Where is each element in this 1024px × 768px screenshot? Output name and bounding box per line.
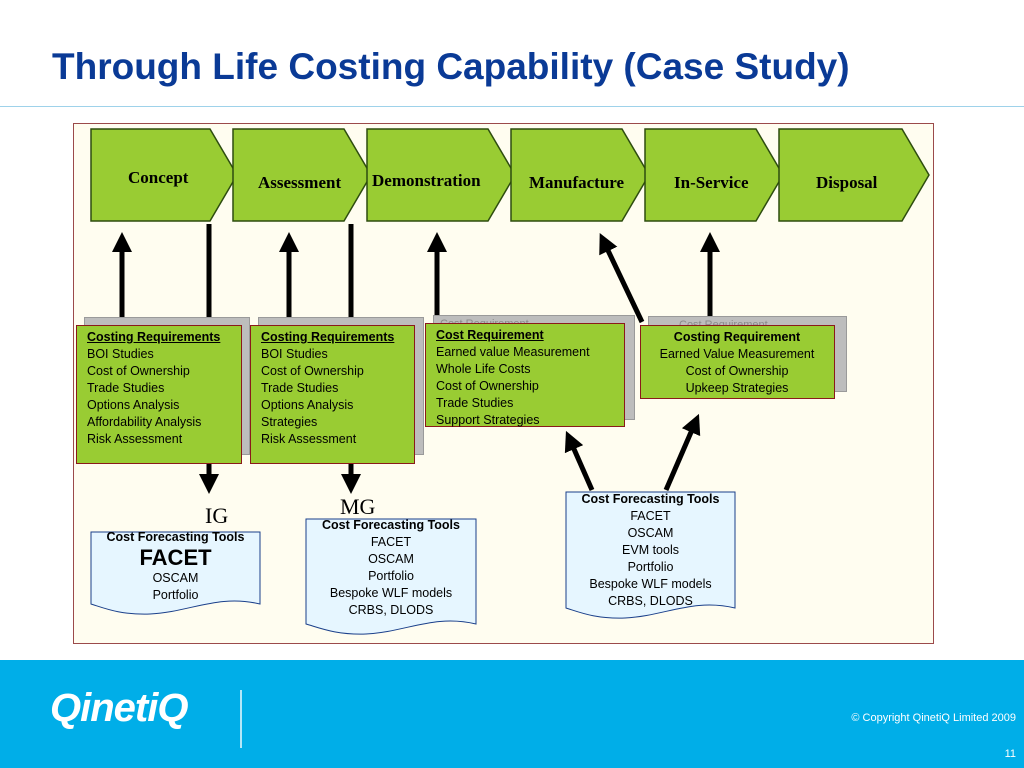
stage-label-demonstration: Demonstration xyxy=(372,171,481,190)
tools-item: EVM tools xyxy=(622,543,679,557)
stage-label-disposal: Disposal xyxy=(816,173,878,192)
tools-item: OSCAM xyxy=(368,552,414,566)
tools-item: Portfolio xyxy=(152,588,199,602)
page-number: 11 xyxy=(1004,748,1016,760)
requirements-heading: Costing Requirement xyxy=(673,330,801,344)
requirements-item: Cost of Ownership xyxy=(261,364,364,378)
tools-item: Bespoke WLF models xyxy=(589,577,712,591)
copyright-text: © Copyright QinetiQ Limited 2009 xyxy=(851,712,1016,724)
requirements-item: Cost of Ownership xyxy=(87,364,190,378)
doc-shape-2 xyxy=(305,518,477,635)
gate-label-ig: IG xyxy=(205,503,229,528)
tools-item: OSCAM xyxy=(152,571,199,585)
tools-doc-3: Cost Forecasting Tools FACET OSCAM EVM t… xyxy=(566,491,735,610)
gate-label-mg: MG xyxy=(340,494,376,519)
tools-item: Portfolio xyxy=(627,560,674,574)
requirements-box-concept: Costing Requirements BOI Studies Cost of… xyxy=(76,325,242,464)
doc-shape-1 xyxy=(90,531,261,615)
requirements-item: Risk Assessment xyxy=(261,432,357,446)
qinetiq-logo: QinetiQ xyxy=(50,686,188,730)
lifecycle-chevrons xyxy=(90,128,930,222)
requirements-item: Trade Studies xyxy=(436,396,514,410)
logo-divider xyxy=(240,690,242,748)
requirements-box-assessment: Costing Requirements BOI Studies Cost of… xyxy=(250,325,415,464)
requirements-item: BOI Studies xyxy=(87,347,154,361)
stage-label-assessment: Assessment xyxy=(258,173,342,192)
stage-label-in-service: In-Service xyxy=(674,173,749,192)
title-divider xyxy=(0,106,1024,107)
footer-bar xyxy=(0,660,1024,768)
tools-item: CRBS, DLODS xyxy=(348,603,434,617)
requirements-box-demonstration: Cost Requirement Earned value Measuremen… xyxy=(425,323,625,427)
requirements-item: Earned Value Measurement xyxy=(659,347,815,361)
stage-label-manufacture: Manufacture xyxy=(529,173,625,192)
requirements-item: Earned value Measurement xyxy=(436,345,590,359)
tools-item: FACET xyxy=(370,535,412,549)
chevron-concept xyxy=(90,128,238,222)
requirements-item: Upkeep Strategies xyxy=(685,381,789,395)
tools-item: CRBS, DLODS xyxy=(608,594,693,608)
chevron-manufacture xyxy=(510,128,650,222)
requirements-item: Trade Studies xyxy=(261,381,339,395)
tools-heading: Cost Forecasting Tools xyxy=(581,492,720,506)
arrow-up-manufacture xyxy=(599,232,645,324)
tools-item: FACET xyxy=(630,509,671,523)
tool-documents xyxy=(90,491,736,635)
chevron-disposal xyxy=(778,128,930,222)
arrow-tools-to-cost xyxy=(564,430,595,492)
requirements-item: Trade Studies xyxy=(87,381,165,395)
tools-doc-2: Cost Forecasting Tools FACET OSCAM Portf… xyxy=(306,517,476,619)
requirements-item: Options Analysis xyxy=(87,398,180,412)
chevron-demonstration xyxy=(366,128,516,222)
requirements-item: Risk Assessment xyxy=(87,432,183,446)
tools-item: OSCAM xyxy=(627,526,674,540)
doc-shape-3 xyxy=(565,491,736,619)
tools-heading: Cost Forecasting Tools xyxy=(322,518,460,532)
chevron-assessment xyxy=(232,128,372,222)
requirements-item: Whole Life Costs xyxy=(436,362,531,376)
requirements-item: Support Strategies xyxy=(436,413,540,427)
requirements-item: Cost of Ownership xyxy=(685,364,789,378)
requirements-heading: Costing Requirements xyxy=(87,330,221,344)
stage-label-concept: Concept xyxy=(128,168,189,187)
requirements-item: Strategies xyxy=(261,415,318,429)
requirements-item: Options Analysis xyxy=(261,398,354,412)
tools-heading: Cost Forecasting Tools xyxy=(106,530,245,544)
tools-highlight: FACET xyxy=(139,545,212,570)
chevron-in-service xyxy=(644,128,784,222)
requirements-heading: Costing Requirements xyxy=(261,330,395,344)
requirements-item: BOI Studies xyxy=(261,347,328,361)
arrow-tools-to-inservice xyxy=(663,413,701,491)
requirements-item: Affordability Analysis xyxy=(87,415,202,429)
requirements-item: Cost of Ownership xyxy=(436,379,539,393)
requirements-box-in-service: Costing Requirement Earned Value Measure… xyxy=(640,325,835,399)
tools-item: Bespoke WLF models xyxy=(329,586,453,600)
requirements-heading: Cost Requirement xyxy=(436,328,544,342)
slide-title: Through Life Costing Capability (Case St… xyxy=(52,46,850,87)
tools-item: Portfolio xyxy=(368,569,414,583)
tools-doc-1: Cost Forecasting Tools FACET OSCAM Portf… xyxy=(91,529,260,604)
